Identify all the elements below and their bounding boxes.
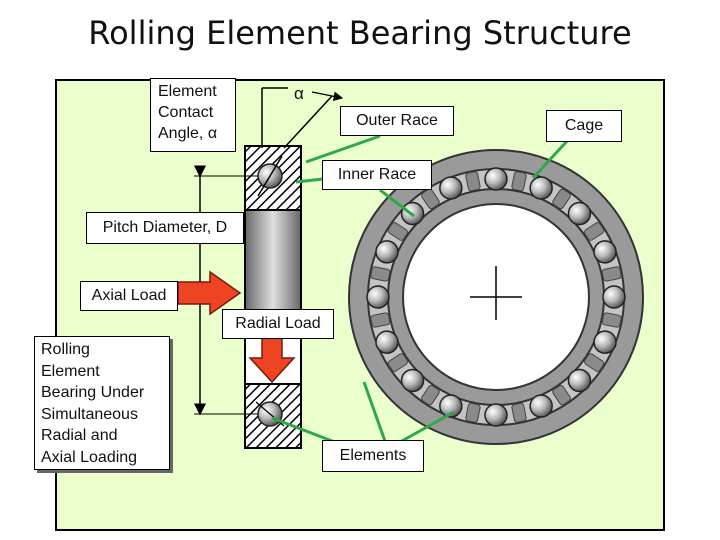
rolling-element-ball — [529, 176, 553, 200]
leader-elements-ball — [362, 381, 388, 445]
cage-pocket — [387, 353, 409, 372]
cage-pocket — [511, 402, 527, 423]
ball-set — [366, 167, 626, 427]
cage-pocket — [552, 384, 571, 406]
cage-pocket — [421, 384, 440, 406]
radial-load-label: Radial Load — [222, 309, 334, 339]
cage-pocket — [511, 171, 527, 192]
rolling-element-ball — [375, 330, 399, 354]
axial-load-label: Axial Load — [80, 281, 178, 311]
rolling-element-ball — [593, 240, 617, 264]
cage-pocket — [583, 353, 605, 372]
contact-angle-line-1: Element — [158, 83, 217, 100]
leader-elements-ball-2 — [399, 410, 455, 444]
contact-angle-line-3: Angle, α — [158, 125, 218, 142]
alpha-leader-right — [283, 95, 333, 149]
bearing-front-view — [348, 149, 644, 445]
rolling-element-ball — [602, 285, 626, 309]
contact-angle-line — [257, 155, 283, 197]
inner-race-label: Inner Race — [322, 160, 432, 190]
note-line-1: Rolling — [41, 341, 90, 358]
rolling-element-ball — [439, 176, 463, 200]
leader-outer-race — [305, 134, 381, 164]
cage-pocket — [421, 188, 440, 210]
cage-pocket — [370, 312, 391, 328]
contact-angle-label: Element Contact Angle, α — [150, 78, 236, 152]
diagram-title: Rolling Element Bearing Structure — [88, 14, 632, 52]
note-line-5: Radial and — [41, 427, 118, 444]
rolling-element-ball — [366, 285, 390, 309]
cage-pocket — [552, 188, 571, 210]
rolling-element-ball — [400, 368, 425, 393]
note-box: Rolling Element Bearing Under Simultaneo… — [34, 336, 170, 470]
radial-load-arrow — [248, 335, 296, 384]
leader-lines — [271, 134, 570, 446]
leader-inner-race-ring — [379, 188, 415, 218]
note-line-4: Simultaneous — [41, 405, 138, 423]
axial-load-arrow — [177, 270, 242, 316]
cage-pockets — [370, 171, 622, 423]
cage-pocket — [465, 171, 481, 192]
alpha-symbol: α — [294, 84, 304, 103]
note-line-2: Element — [41, 362, 100, 380]
cage-pocket — [601, 312, 622, 328]
cage-pocket — [583, 222, 605, 241]
cage-pocket — [465, 402, 481, 423]
note-line-3: Bearing Under — [41, 384, 145, 401]
rolling-element-ball — [484, 403, 508, 427]
rolling-element-ball — [593, 330, 617, 354]
rolling-element-ball — [567, 201, 592, 226]
elements-label: Elements — [322, 440, 424, 472]
leader-elements-section — [271, 416, 341, 446]
rolling-element-ball — [529, 394, 553, 418]
rolling-element-ball — [484, 167, 508, 191]
note-line-6: Axial Loading — [41, 448, 138, 466]
rolling-element-ball — [375, 240, 399, 264]
rolling-element-ball — [567, 368, 592, 393]
cage-pocket — [370, 266, 391, 282]
contact-angle-line-2: Contact — [158, 104, 214, 121]
cage-pocket — [601, 266, 622, 282]
cage-pocket — [387, 222, 409, 241]
pitch-diameter-label: Pitch Diameter, D — [86, 212, 244, 244]
cage-label: Cage — [546, 110, 622, 142]
leader-cage — [531, 138, 570, 180]
alpha-to-angle — [311, 91, 344, 102]
outer-race-label: Outer Race — [340, 106, 454, 136]
rolling-element-ball — [439, 394, 463, 418]
